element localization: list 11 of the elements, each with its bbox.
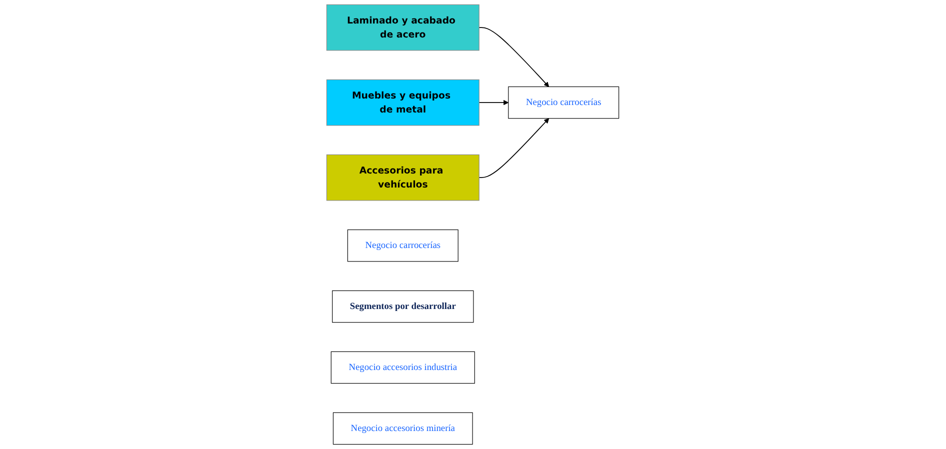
- node-box: Negocio accesorios minería: [333, 412, 474, 445]
- node-box: Segmentos por desarrollar: [332, 290, 474, 323]
- node-box: Accesorios para vehículos: [326, 154, 480, 201]
- node-box: Negocio accesorios industria: [331, 351, 476, 384]
- arrow: [478, 118, 550, 178]
- node-box: Muebles y equipos de metal: [326, 79, 480, 126]
- node-box: Laminado y acabado de acero: [326, 4, 480, 51]
- node-box: Negocio carrocerías: [348, 229, 459, 262]
- arrow: [478, 27, 550, 87]
- node-box: Negocio carrocerías: [508, 86, 620, 119]
- arrow: [478, 100, 509, 106]
